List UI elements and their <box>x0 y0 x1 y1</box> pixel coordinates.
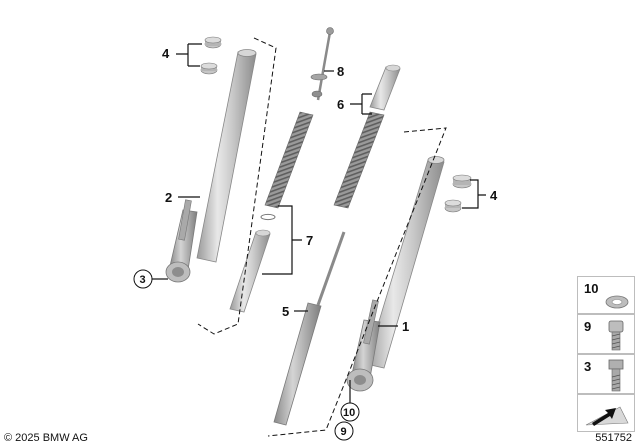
callout-5: 5 <box>282 304 289 319</box>
direction-arrow-icon <box>585 406 629 426</box>
spacer-tube-upper <box>369 64 401 111</box>
left-fork-leg <box>165 49 257 283</box>
document-id: 551752 <box>595 432 632 444</box>
callout-4-right: 4 <box>490 188 498 203</box>
adjuster-rod <box>310 27 334 101</box>
assembly-outline-right <box>267 127 447 437</box>
fork-spring-left <box>264 111 314 209</box>
legend-item-washer: 10 <box>577 276 635 314</box>
washer-icon <box>605 295 629 309</box>
callout-3: 3 <box>140 274 146 286</box>
callout-10: 10 <box>343 407 355 419</box>
callout-3-circle <box>133 269 153 289</box>
legend-number: 3 <box>584 359 592 374</box>
callout-2: 2 <box>165 190 172 205</box>
bushing-pair-left <box>200 36 222 75</box>
bushing-pair-right <box>444 174 472 213</box>
callout-9-circle <box>334 421 354 441</box>
callout-7: 7 <box>306 233 313 248</box>
hex-bolt-icon <box>608 359 624 392</box>
legend-number: 9 <box>584 319 592 334</box>
callout-6: 6 <box>337 97 344 112</box>
legend-direction-box <box>577 394 635 432</box>
leader-lines <box>152 43 486 404</box>
legend-item-socket-screw: 9 <box>577 314 635 354</box>
callout-1: 1 <box>402 319 409 334</box>
socket-screw-icon <box>608 320 624 351</box>
callout-4-top: 4 <box>162 46 170 61</box>
callout-8: 8 <box>337 64 344 79</box>
legend-number: 10 <box>584 281 599 296</box>
callout-9: 9 <box>341 426 347 438</box>
legend-item-hex-bolt: 3 <box>577 354 635 394</box>
callout-10-circle <box>340 402 360 422</box>
spacer-tube-lower <box>229 213 276 313</box>
assembly-outline-left <box>197 37 277 335</box>
copyright-text: © 2025 BMW AG <box>4 432 88 444</box>
right-fork-leg <box>346 156 445 392</box>
damper-rod <box>273 231 346 426</box>
fork-spring-right <box>333 111 385 209</box>
